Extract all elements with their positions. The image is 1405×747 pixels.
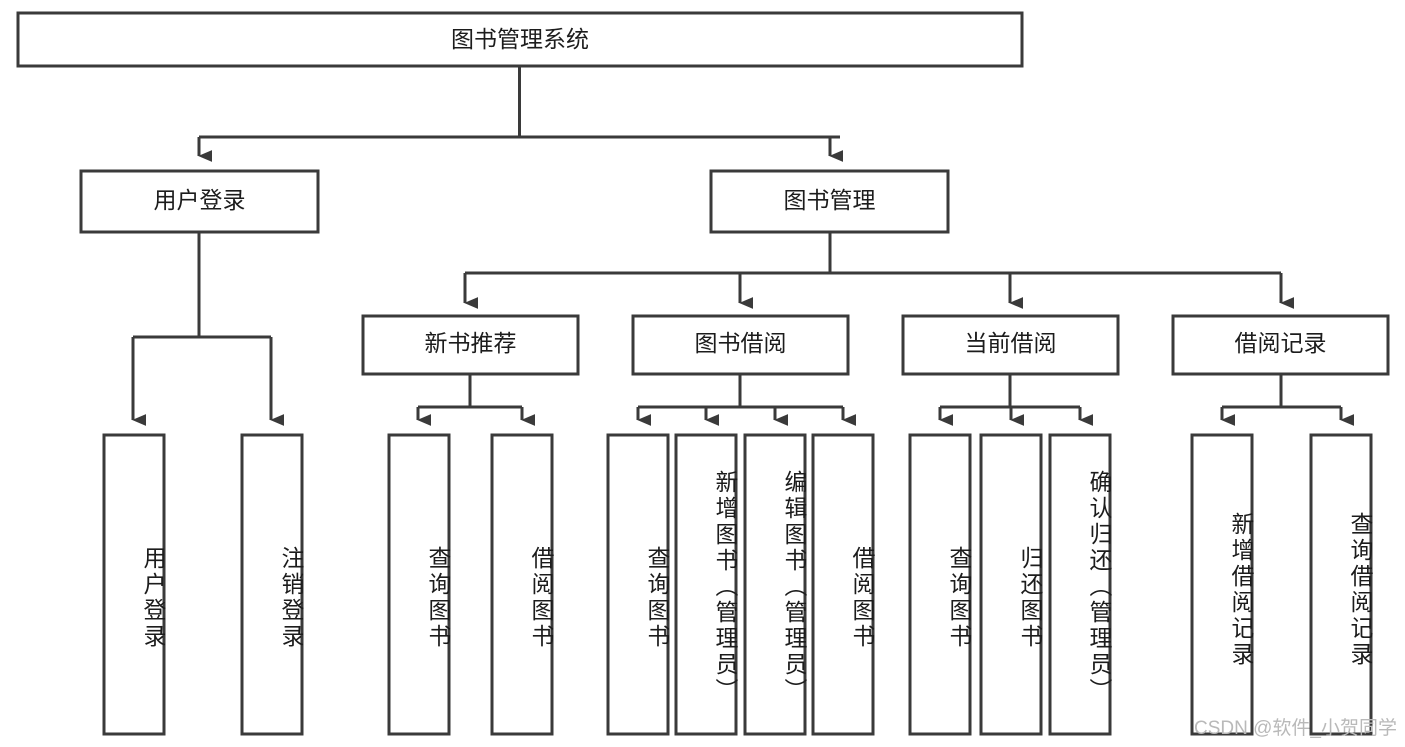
- node-new-book-recommend-label: 新书推荐: [425, 330, 517, 356]
- node-leaf-logout[interactable]: [240, 433, 304, 736]
- node-leaf-query-book-1-label: 查询图书: [425, 546, 451, 650]
- connector-root-to-level2: [197, 66, 844, 162]
- node-root[interactable]: 图书管理系统: [16, 11, 1024, 68]
- node-leaf-add-book-label: 新增图书（管理员）: [712, 469, 738, 704]
- node-user-login[interactable]: 用户登录: [79, 169, 320, 234]
- node-leaf-add-record[interactable]: [1190, 433, 1254, 736]
- connector-bookmanage-to-level3: [463, 232, 1295, 309]
- node-leaf-edit-book-label: 编辑图书（管理员）: [781, 469, 807, 704]
- csdn-watermark: CSDN @软件_小贺同学: [1194, 718, 1397, 739]
- node-leaf-return-book-label: 归还图书: [1017, 546, 1043, 650]
- node-book-borrow[interactable]: 图书借阅: [631, 314, 850, 376]
- node-borrow-record-label: 借阅记录: [1235, 330, 1327, 356]
- node-leaf-add-book[interactable]: [674, 433, 738, 736]
- connector-bookborrow-to-leaves: [636, 375, 857, 426]
- node-leaf-confirm-return[interactable]: [1048, 433, 1112, 736]
- node-leaf-edit-book[interactable]: [743, 433, 807, 736]
- connector-newbook-to-leaves: [416, 375, 536, 426]
- node-leaf-borrow-book-2-label: 借阅图书: [849, 546, 875, 650]
- node-root-label: 图书管理系统: [451, 26, 589, 52]
- node-leaf-borrow-book-2[interactable]: [811, 433, 875, 736]
- node-leaf-logout-label: 注销登录: [278, 546, 304, 650]
- node-book-manage[interactable]: 图书管理: [709, 169, 950, 234]
- node-leaf-query-book-2[interactable]: [606, 433, 670, 736]
- node-leaf-query-book-3-label: 查询图书: [946, 546, 972, 650]
- node-new-book-recommend[interactable]: 新书推荐: [361, 314, 580, 376]
- connector-currentborrow-to-leaves: [938, 375, 1094, 426]
- node-leaf-query-book-3[interactable]: [908, 433, 972, 736]
- node-book-borrow-label: 图书借阅: [695, 330, 787, 356]
- node-leaf-return-book[interactable]: [979, 433, 1043, 736]
- node-user-login-label: 用户登录: [154, 187, 246, 213]
- node-leaf-add-record-label: 新增借阅记录: [1228, 512, 1254, 668]
- node-leaf-query-record-label: 查询借阅记录: [1347, 512, 1373, 668]
- node-current-borrow-label: 当前借阅: [965, 330, 1057, 356]
- node-leaf-borrow-book-1-label: 借阅图书: [528, 546, 554, 650]
- connector-userlogin-to-leaves: [131, 232, 285, 426]
- node-current-borrow[interactable]: 当前借阅: [901, 314, 1120, 376]
- node-leaf-user-login[interactable]: [102, 433, 166, 736]
- node-leaf-user-login-label: 用户登录: [140, 546, 166, 650]
- node-leaf-confirm-return-label: 确认归还（管理员）: [1086, 469, 1112, 704]
- node-book-manage-label: 图书管理: [784, 187, 876, 213]
- node-leaf-borrow-book-1[interactable]: [490, 433, 554, 736]
- node-leaf-query-book-2-label: 查询图书: [644, 546, 670, 650]
- node-leaf-query-book-1[interactable]: [387, 433, 451, 736]
- connector-borrowrecord-to-leaves: [1220, 375, 1355, 426]
- node-leaf-query-record[interactable]: [1309, 433, 1373, 736]
- node-borrow-record[interactable]: 借阅记录: [1171, 314, 1390, 376]
